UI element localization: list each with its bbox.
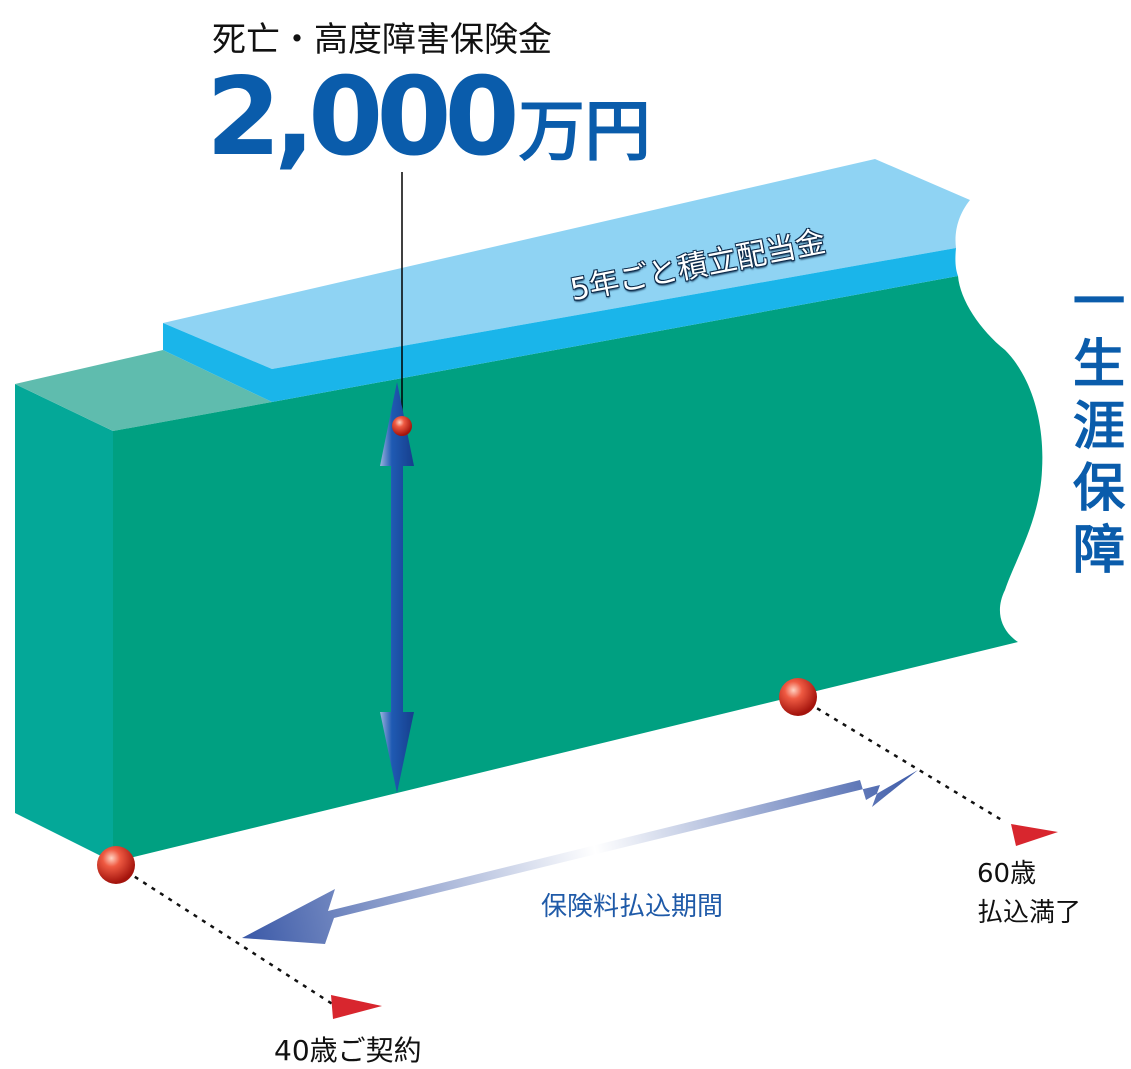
premium-period-arrow bbox=[242, 770, 918, 944]
coverage-amount-arrow bbox=[380, 382, 414, 793]
lifetime-coverage-label: 一 生 涯 保 障 bbox=[1068, 272, 1130, 582]
end-age-label: 60歳 bbox=[977, 859, 1037, 889]
lifetime-char: 障 bbox=[1072, 521, 1125, 581]
lifetime-char: 一 bbox=[1072, 273, 1125, 333]
benefit-title: 死亡・高度障害保険金 bbox=[212, 20, 552, 60]
contract-start-ball-icon bbox=[97, 846, 135, 884]
benefit-amount-unit: 万円 bbox=[518, 93, 651, 170]
dividend-front-face bbox=[272, 248, 958, 402]
block-top-face bbox=[15, 350, 272, 431]
lifetime-char: 涯 bbox=[1072, 397, 1125, 457]
lifetime-char: 保 bbox=[1072, 459, 1125, 519]
premium-period-label: 保険料払込期間 bbox=[541, 892, 724, 922]
benefit-amount: 2,000万円 bbox=[206, 64, 651, 172]
lifetime-char: 生 bbox=[1072, 335, 1125, 395]
benefit-point-ball-icon bbox=[392, 416, 412, 436]
end-dotted-line bbox=[799, 696, 1006, 824]
start-marker-icon bbox=[331, 995, 382, 1019]
dividend-top-face bbox=[163, 159, 970, 369]
start-dotted-line bbox=[117, 864, 335, 1007]
payment-end-ball-icon bbox=[779, 678, 817, 716]
benefit-amount-number: 2,000 bbox=[206, 55, 520, 180]
block-side-face bbox=[15, 384, 113, 862]
paid-up-label: 払込満了 bbox=[977, 898, 1082, 928]
dividend-left-face bbox=[163, 323, 272, 402]
block-front-face bbox=[113, 276, 1043, 862]
contract-start-label: 40歳ご契約 bbox=[274, 1034, 422, 1067]
end-marker-icon bbox=[1011, 824, 1058, 846]
